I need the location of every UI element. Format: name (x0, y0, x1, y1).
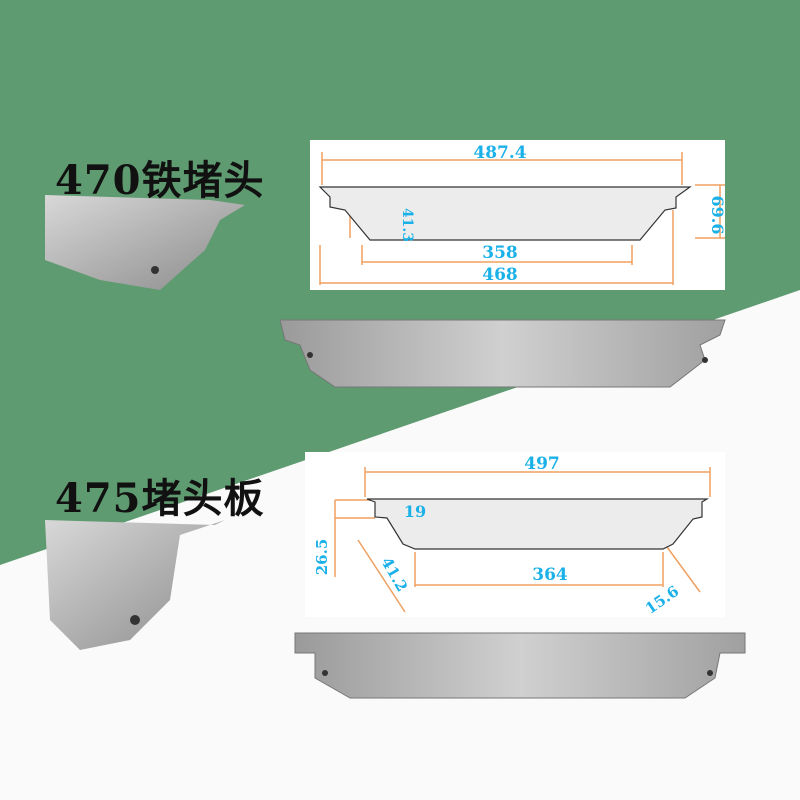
dim-height: 69.6 (708, 196, 725, 235)
dim-chamfer: 15.6 (642, 582, 682, 617)
dim-bottom: 364 (532, 565, 568, 585)
part-photo-470-front (279, 319, 726, 388)
dim-lip: 19 (404, 502, 426, 521)
dim-step: 26.5 (313, 539, 331, 576)
dim-slope: 41.2 (377, 554, 411, 595)
dim-inner: 468 (482, 265, 518, 285)
drawing-470: 487.4 69.6 41.3 358 468 (310, 140, 727, 290)
dim-depth: 41.3 (399, 208, 415, 242)
dim-top: 487.4 (473, 143, 526, 163)
dim-bottom: 358 (482, 243, 518, 263)
part-photo-475-angle (45, 520, 225, 650)
product-title-475: 475堵头板 (55, 475, 265, 522)
drawing-475: 497 19 26.5 41.2 364 15.6 (305, 452, 725, 618)
part-photo-475-front (294, 632, 746, 699)
product-title-470: 470铁堵头 (55, 157, 265, 204)
part-photo-470-angle (45, 195, 245, 290)
dim-top: 497 (524, 454, 560, 474)
